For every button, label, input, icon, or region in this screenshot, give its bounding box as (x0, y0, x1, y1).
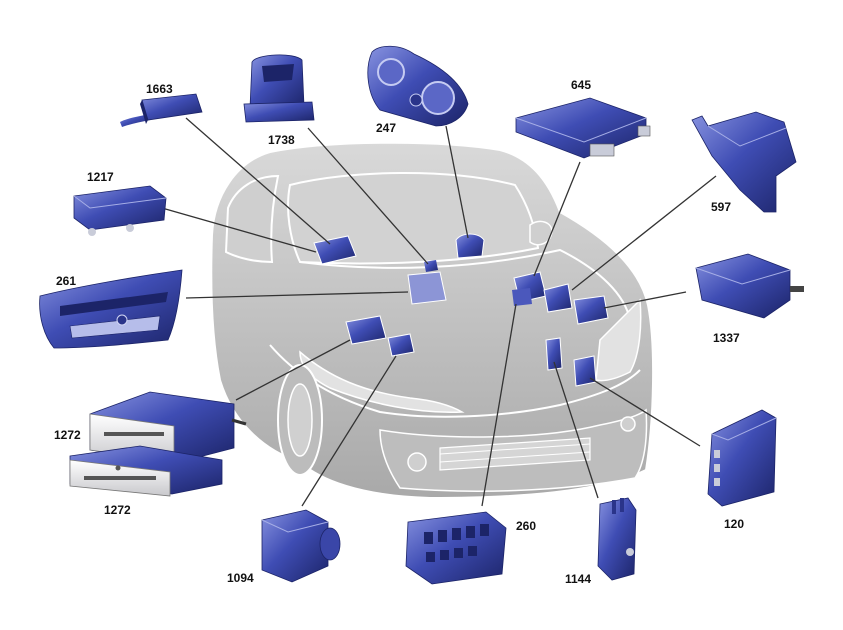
label-1144: 1144 (565, 572, 592, 586)
leader-1217 (161, 207, 317, 253)
car-foglight-right (620, 416, 636, 432)
label-120: 120 (724, 517, 745, 531)
airbag-ecu-icon (707, 409, 777, 507)
car-headlight-left (299, 350, 465, 414)
label-1738: 1738 (268, 133, 295, 147)
car-module-antenna (313, 235, 357, 265)
car-module-airbag (573, 355, 597, 387)
control-unit-icon (73, 185, 167, 236)
car-foglight-left (407, 452, 427, 472)
instrument-cluster-icon (367, 45, 469, 127)
antenna-module-icon (120, 93, 203, 127)
leader-1094 (301, 355, 397, 507)
car-module-connector (545, 337, 563, 371)
leader-260 (481, 303, 517, 507)
car-module-cluster (455, 233, 485, 259)
leader-lines (161, 117, 717, 507)
leader-1144 (553, 361, 599, 499)
leader-645 (533, 161, 581, 277)
connector-block-icon (597, 497, 637, 581)
leader-1738 (307, 127, 429, 265)
car-module-radio (407, 271, 447, 305)
car-headlight-right (595, 298, 642, 382)
label-1272-bottom: 1272 (104, 503, 131, 517)
label-1272-top: 1272 (54, 428, 81, 442)
label-247: 247 (376, 121, 397, 135)
car-module-fuse (543, 283, 573, 313)
car-front-line (269, 344, 641, 418)
navigation-unit-icon (69, 445, 223, 497)
car-module-relay (512, 288, 532, 306)
card-reader-icon (243, 54, 315, 123)
car-side-window (224, 174, 280, 264)
engine-ecu-icon (515, 97, 651, 159)
leader-261 (185, 291, 409, 299)
label-1094: 1094 (227, 571, 254, 585)
label-1217: 1217 (87, 170, 114, 184)
label-1337: 1337 (713, 331, 740, 345)
abs-pump-icon (261, 509, 341, 583)
leader-597 (571, 175, 717, 291)
leader-247 (445, 125, 469, 239)
car-module-junction (573, 295, 609, 325)
car-module-nav (387, 333, 415, 357)
label-597: 597 (711, 200, 732, 214)
label-645: 645 (571, 78, 592, 92)
label-1663: 1663 (146, 82, 173, 96)
radio-unit-icon (39, 269, 183, 349)
leader-120 (589, 377, 701, 447)
leader-1272 (235, 339, 351, 401)
label-261: 261 (56, 274, 77, 288)
car-module-cd (345, 315, 387, 345)
car-hood-line (299, 248, 631, 321)
fuse-box-cover-icon (691, 111, 797, 213)
leader-1337 (603, 291, 687, 309)
leader-1663 (185, 117, 331, 245)
relay-box-icon (405, 511, 507, 585)
car-silhouette (210, 141, 655, 500)
label-260: 260 (516, 519, 537, 533)
junction-box-icon (695, 253, 804, 319)
